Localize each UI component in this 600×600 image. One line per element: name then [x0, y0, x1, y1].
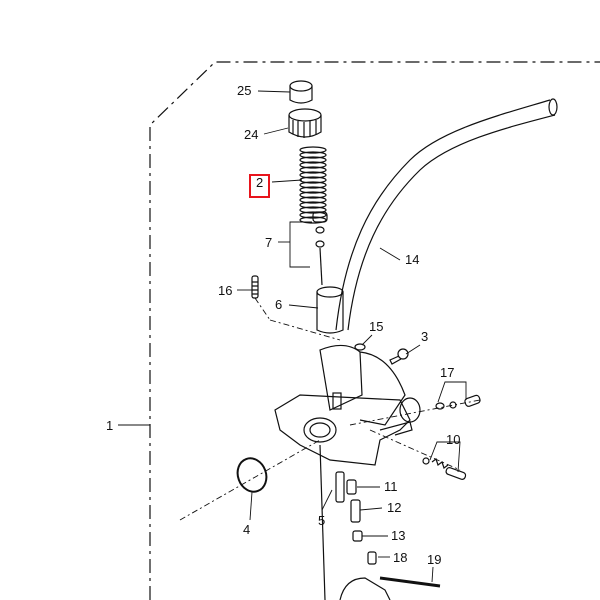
assembly-boundary — [149, 61, 600, 600]
callout-6[interactable]: 6 — [275, 297, 283, 312]
callout-3[interactable]: 3 — [421, 329, 429, 344]
part-16-screw — [251, 275, 259, 299]
spring-coil — [299, 181, 327, 189]
part-6-throttle-slide — [316, 286, 344, 334]
callout-13[interactable]: 13 — [391, 528, 406, 543]
part-5-jet — [335, 471, 345, 503]
spring-coil — [299, 151, 327, 159]
carburetor-body — [274, 344, 421, 466]
part-3-screw — [389, 348, 409, 365]
callout-25[interactable]: 25 — [237, 83, 252, 98]
spring-coil — [299, 161, 327, 169]
spring-coil — [299, 166, 327, 174]
part-24-nut — [288, 108, 322, 138]
callout-2[interactable]: 2 — [256, 175, 264, 190]
spring-coil — [299, 171, 327, 179]
spring-coil — [299, 201, 327, 209]
spring-coil — [299, 196, 327, 204]
part-10-screw-spring — [422, 457, 467, 480]
bowl-alignment-line — [319, 444, 326, 600]
part-15-oring — [354, 343, 366, 351]
highlight-box — [249, 174, 270, 198]
spring-coil — [299, 146, 327, 154]
part-11-jet — [346, 479, 357, 495]
spring-coil — [299, 186, 327, 194]
callout-15[interactable]: 15 — [369, 319, 384, 334]
part-4-oring — [236, 457, 268, 493]
callout-24[interactable]: 24 — [244, 127, 259, 142]
callout-19[interactable]: 19 — [427, 552, 442, 567]
callout-14[interactable]: 14 — [405, 252, 420, 267]
callout-10[interactable]: 10 — [446, 432, 461, 447]
callout-11[interactable]: 11 — [384, 479, 398, 494]
callout-17[interactable]: 17 — [440, 365, 455, 380]
part-19-pin — [379, 576, 441, 588]
callout-18[interactable]: 18 — [393, 550, 408, 565]
part-13-jet — [352, 530, 363, 542]
float-bowl — [339, 577, 391, 600]
callout-5[interactable]: 5 — [318, 513, 326, 528]
part-18-needle — [367, 551, 377, 565]
part-12-jet — [350, 499, 361, 523]
part-17-screw-spring — [435, 394, 481, 410]
spring-coil — [299, 176, 327, 184]
spring-coil — [299, 191, 327, 199]
part-7-needle-clip — [312, 211, 328, 286]
part-25-cap — [289, 80, 313, 104]
callout-4[interactable]: 4 — [243, 522, 251, 537]
part-14-hose — [335, 98, 558, 331]
callout-7[interactable]: 7 — [265, 235, 273, 250]
callout-12[interactable]: 12 — [387, 500, 402, 515]
spring-coil — [299, 156, 327, 164]
part-2-spring — [299, 146, 327, 224]
callout-1[interactable]: 1 — [106, 418, 114, 433]
callout-16[interactable]: 16 — [218, 283, 233, 298]
